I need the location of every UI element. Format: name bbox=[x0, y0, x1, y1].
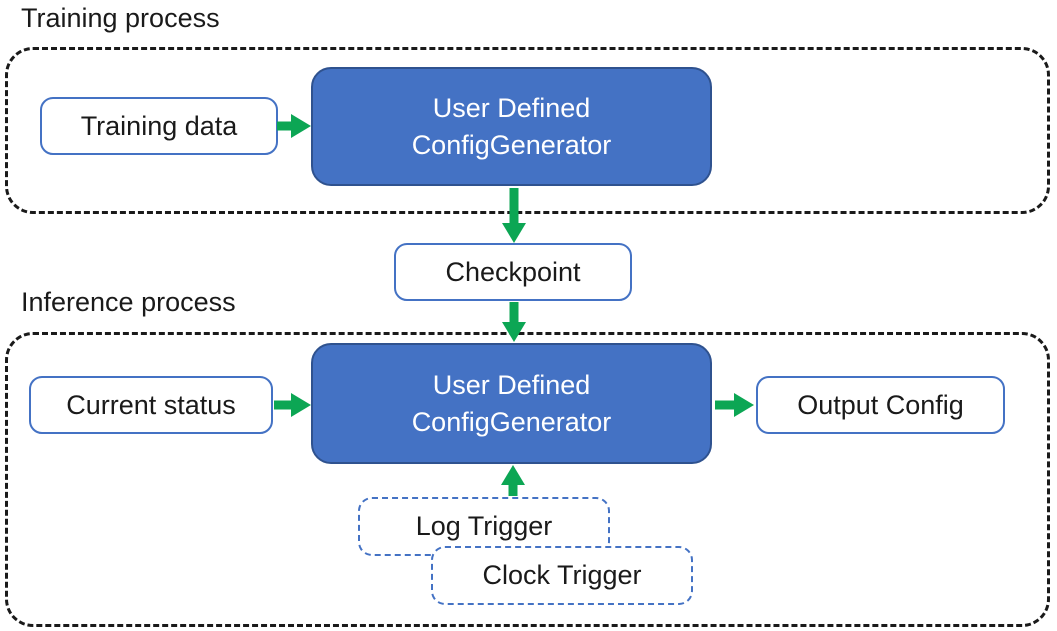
inference-process-container bbox=[5, 332, 1050, 627]
inference-config-generator-box: User Defined ConfigGenerator bbox=[311, 343, 712, 464]
training-config-generator-line2: ConfigGenerator bbox=[411, 129, 612, 160]
training-config-generator-box: User Defined ConfigGenerator bbox=[311, 67, 712, 186]
inference-config-generator-line1: User Defined bbox=[432, 369, 591, 400]
clock-trigger-box: Clock Trigger bbox=[431, 546, 693, 605]
training-config-generator-line1: User Defined bbox=[432, 92, 591, 123]
current-status-box: Current status bbox=[29, 376, 273, 434]
training-process-container bbox=[5, 47, 1050, 214]
inference-process-label: Inference process bbox=[21, 287, 236, 317]
output-config-box: Output Config bbox=[756, 376, 1005, 434]
training-process-label: Training process bbox=[21, 3, 220, 33]
training-data-box: Training data bbox=[40, 97, 278, 155]
checkpoint-box: Checkpoint bbox=[394, 243, 632, 301]
inference-config-generator-line2: ConfigGenerator bbox=[411, 406, 612, 437]
